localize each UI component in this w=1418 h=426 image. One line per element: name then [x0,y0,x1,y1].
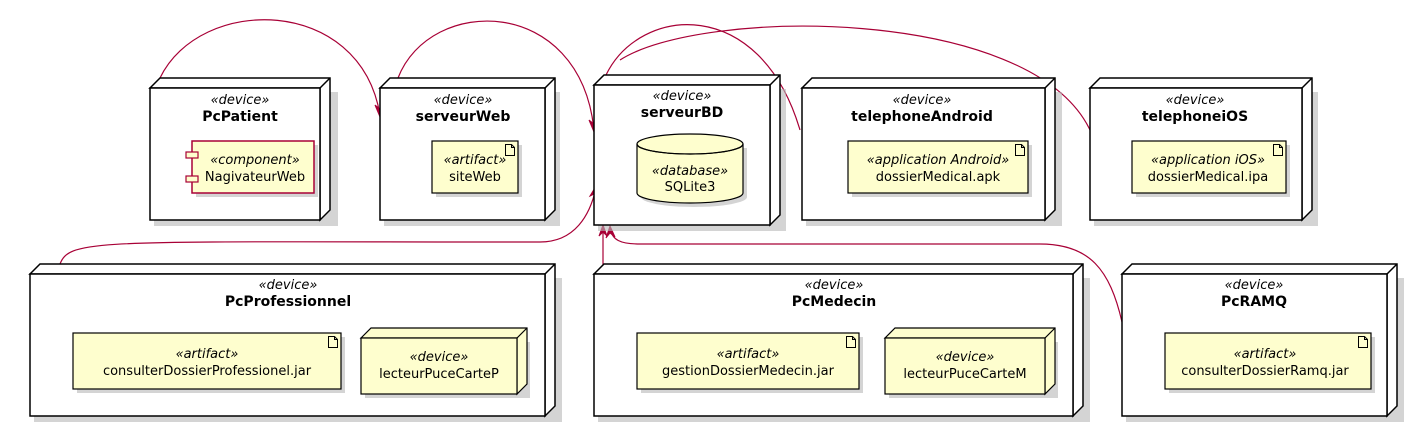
database-stereotype: «database» [652,164,728,179]
node-stereotype: «device» [1166,93,1225,108]
component-label: NagivateurWeb [205,170,305,185]
node-pcramq[interactable]: «device» PcRAMQ «artifact» consulterDoss… [1120,263,1404,422]
node-serveurbd[interactable]: «device» serveurBD «database» SQLite3 [592,74,786,231]
component-stereotype: «component» [210,153,300,168]
database-label: SQLite3 [665,180,716,195]
node-pcmedecin[interactable]: «device» PcMedecin «artifact» gestionDos… [592,263,1090,422]
artifact-stereotype: «application Android» [867,153,1009,168]
artifact-gestiondossiermedecin[interactable]: «artifact» gestionDossierMedecin.jar [636,332,863,393]
artifact-stereotype: «artifact» [717,347,780,362]
node-pcpatient[interactable]: «device» PcPatient «component» Nagivateu… [148,77,338,226]
node-title: telephoneAndroid [851,109,993,125]
node-stereotype: «device» [1225,278,1284,293]
device-lecteurpucecartem[interactable]: «device» lecteurPuceCarteM [883,327,1058,398]
links [59,19,1123,323]
node-stereotype: «device» [259,278,318,293]
component-nagivateurweb[interactable]: «component» NagivateurWeb [185,140,318,197]
link-serveurweb-serveurbd [397,20,595,131]
device-stereotype: «device» [936,350,995,365]
artifact-consulterdossierprofessionel[interactable]: «artifact» consulterDossierProfessionel.… [72,332,345,393]
node-stereotype: «device» [893,93,952,108]
node-pcprofessionnel[interactable]: «device» PcProfessionnel «artifact» cons… [28,263,562,422]
node-stereotype: «device» [653,89,712,104]
component-port-icon [185,151,199,159]
artifact-label: dossierMedical.ipa [1148,170,1268,185]
node-title: PcProfessionnel [225,294,351,310]
artifact-label: gestionDossierMedecin.jar [662,364,835,379]
node-stereotype: «device» [434,93,493,108]
node-title: PcRAMQ [1221,294,1287,310]
node-telephoneandroid[interactable]: «device» telephoneAndroid «application A… [800,77,1062,226]
node-title: PcMedecin [792,294,877,310]
artifact-stereotype: «artifact» [176,347,239,362]
device-label: lecteurPuceCarteM [903,367,1026,382]
link-pcpatient-serveurweb [159,19,381,116]
node-title: serveurBD [641,105,724,121]
artifact-dossiermedical-ipa[interactable]: «application iOS» dossierMedical.ipa [1131,140,1290,197]
artifact-label: consulterDossierRamq.jar [1181,364,1349,379]
node-telephoneios[interactable]: «device» telephoneiOS «application iOS» … [1088,77,1318,226]
node-title: telephoneiOS [1142,109,1248,125]
artifact-consulterdossierramq[interactable]: «artifact» consulterDossierRamq.jar [1164,332,1375,393]
artifact-label: dossierMedical.apk [876,170,1001,185]
database-sqlite3[interactable]: «database» SQLite3 [636,133,747,207]
artifact-stereotype: «artifact» [444,153,507,168]
device-stereotype: «device» [410,350,469,365]
artifact-label: consulterDossierProfessionel.jar [103,364,312,379]
component-port-icon [185,175,199,183]
link-pcramq-serveurbd [609,227,1123,323]
artifact-siteweb[interactable]: «artifact» siteWeb [431,140,522,197]
artifact-stereotype: «artifact» [1234,347,1297,362]
device-label: lecteurPuceCarteP [379,367,499,382]
link-pcprofessionnel-serveurbd [59,187,597,265]
node-stereotype: «device» [805,278,864,293]
node-serveurweb[interactable]: «device» serveurWeb «artifact» siteWeb [378,77,560,226]
node-stereotype: «device» [211,93,270,108]
node-title: PcPatient [202,109,278,125]
artifact-stereotype: «application iOS» [1151,153,1265,168]
device-lecteurpucecartep[interactable]: «device» lecteurPuceCarteP [359,327,530,398]
artifact-label: siteWeb [449,170,501,185]
artifact-dossiermedical-apk[interactable]: «application Android» dossierMedical.apk [847,140,1032,197]
node-title: serveurWeb [416,109,511,125]
